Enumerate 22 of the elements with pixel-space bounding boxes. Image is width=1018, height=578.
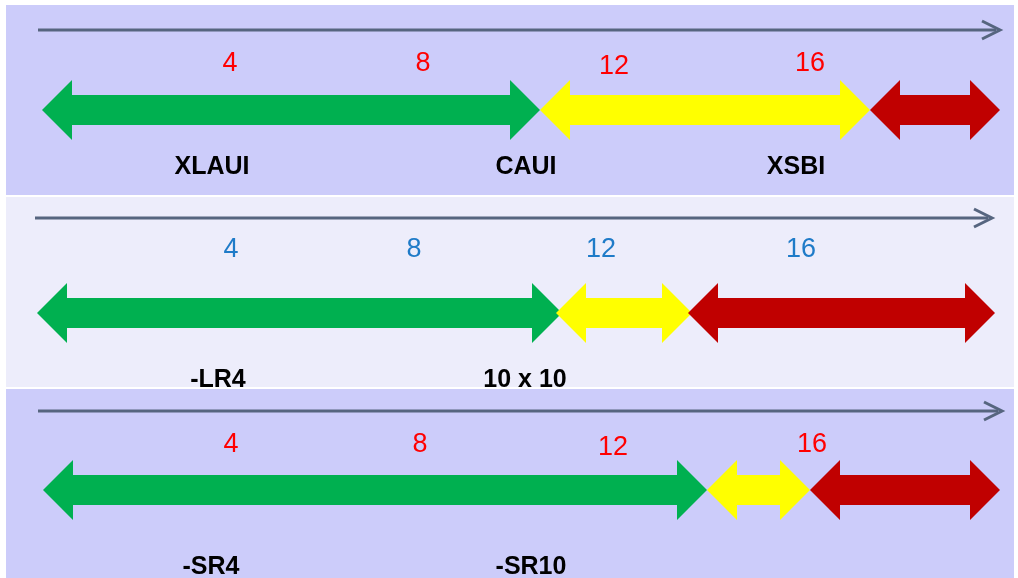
- lane-count-label: 4: [222, 48, 238, 76]
- lane-count-label: 4: [223, 429, 239, 457]
- lane-count-label: 4: [223, 234, 239, 262]
- band-panel: [6, 5, 1014, 195]
- lane-count-label: 12: [598, 432, 628, 460]
- lane-count-label: 16: [786, 234, 816, 262]
- lane-count-label: 16: [795, 48, 825, 76]
- interface-label: 10 x 10: [483, 365, 567, 391]
- interface-label: XSBI: [766, 152, 826, 178]
- interface-label: -SR4: [182, 552, 240, 578]
- lane-count-label: 12: [586, 234, 616, 262]
- lane-count-label: 12: [599, 51, 629, 79]
- interface-label: -LR4: [190, 365, 246, 391]
- interface-label: -SR10: [495, 552, 567, 578]
- interface-label: CAUI: [495, 152, 557, 178]
- band-panel: [6, 197, 1014, 387]
- lane-count-label: 8: [415, 48, 431, 76]
- lane-count-label: 8: [406, 234, 422, 262]
- lane-count-label: 16: [797, 429, 827, 457]
- interface-label: XLAUI: [174, 152, 250, 178]
- band-panel: [6, 389, 1014, 578]
- lane-count-label: 8: [412, 429, 428, 457]
